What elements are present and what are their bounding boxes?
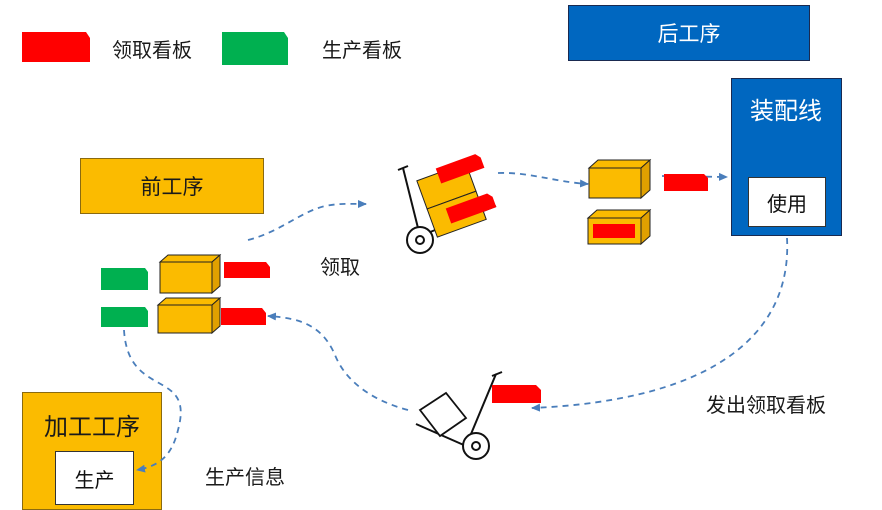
legend: 领取看板 生产看板 xyxy=(0,0,450,80)
legend-production-label: 生产看板 xyxy=(322,38,402,62)
downstream-stock-box-1 xyxy=(158,253,222,295)
upstream-stock-box-1 xyxy=(587,158,652,200)
machining-process-label: 加工工序 xyxy=(44,413,140,441)
return-kanban-flow-arrow xyxy=(267,312,409,411)
withdrawal-kanban-icon xyxy=(224,262,270,278)
assembly-line-box: 装配线 使用 xyxy=(731,78,842,236)
withdraw-flow-arrow xyxy=(247,199,367,241)
use-box: 使用 xyxy=(748,177,826,227)
empty-hand-truck-icon xyxy=(415,371,503,460)
loaded-hand-truck-icon xyxy=(397,154,497,254)
production-box: 生产 xyxy=(55,451,134,505)
issue-withdrawal-kanban-annotation: 发出领取看板 xyxy=(706,393,826,417)
upstream-stock-box-2 xyxy=(586,208,652,246)
downstream-process-label: 前工序 xyxy=(140,175,204,199)
upstream-process-label: 后工序 xyxy=(657,22,721,46)
downstream-process-box: 前工序 xyxy=(80,158,264,214)
production-label: 生产 xyxy=(74,467,115,492)
withdrawal-kanban-icon xyxy=(664,174,708,191)
withdrawal-kanban-icon xyxy=(492,385,541,403)
downstream-stock-box-2 xyxy=(156,296,222,335)
to-assembly-flow-arrow xyxy=(661,172,728,181)
use-label: 使用 xyxy=(767,191,807,216)
withdraw-annotation: 领取 xyxy=(320,255,360,279)
transport-flow-arrow xyxy=(497,172,589,188)
production-kanban-icon xyxy=(101,268,148,290)
machining-process-box: 加工工序 生产 xyxy=(22,392,162,510)
upstream-process-box: 后工序 xyxy=(568,5,810,61)
production-kanban-icon xyxy=(101,307,148,327)
assembly-line-label: 装配线 xyxy=(750,97,822,125)
legend-withdrawal-label: 领取看板 xyxy=(112,38,192,62)
withdrawal-kanban-icon xyxy=(221,308,266,325)
production-info-annotation: 生产信息 xyxy=(205,465,285,489)
issue-kanban-flow-arrow xyxy=(531,237,789,412)
